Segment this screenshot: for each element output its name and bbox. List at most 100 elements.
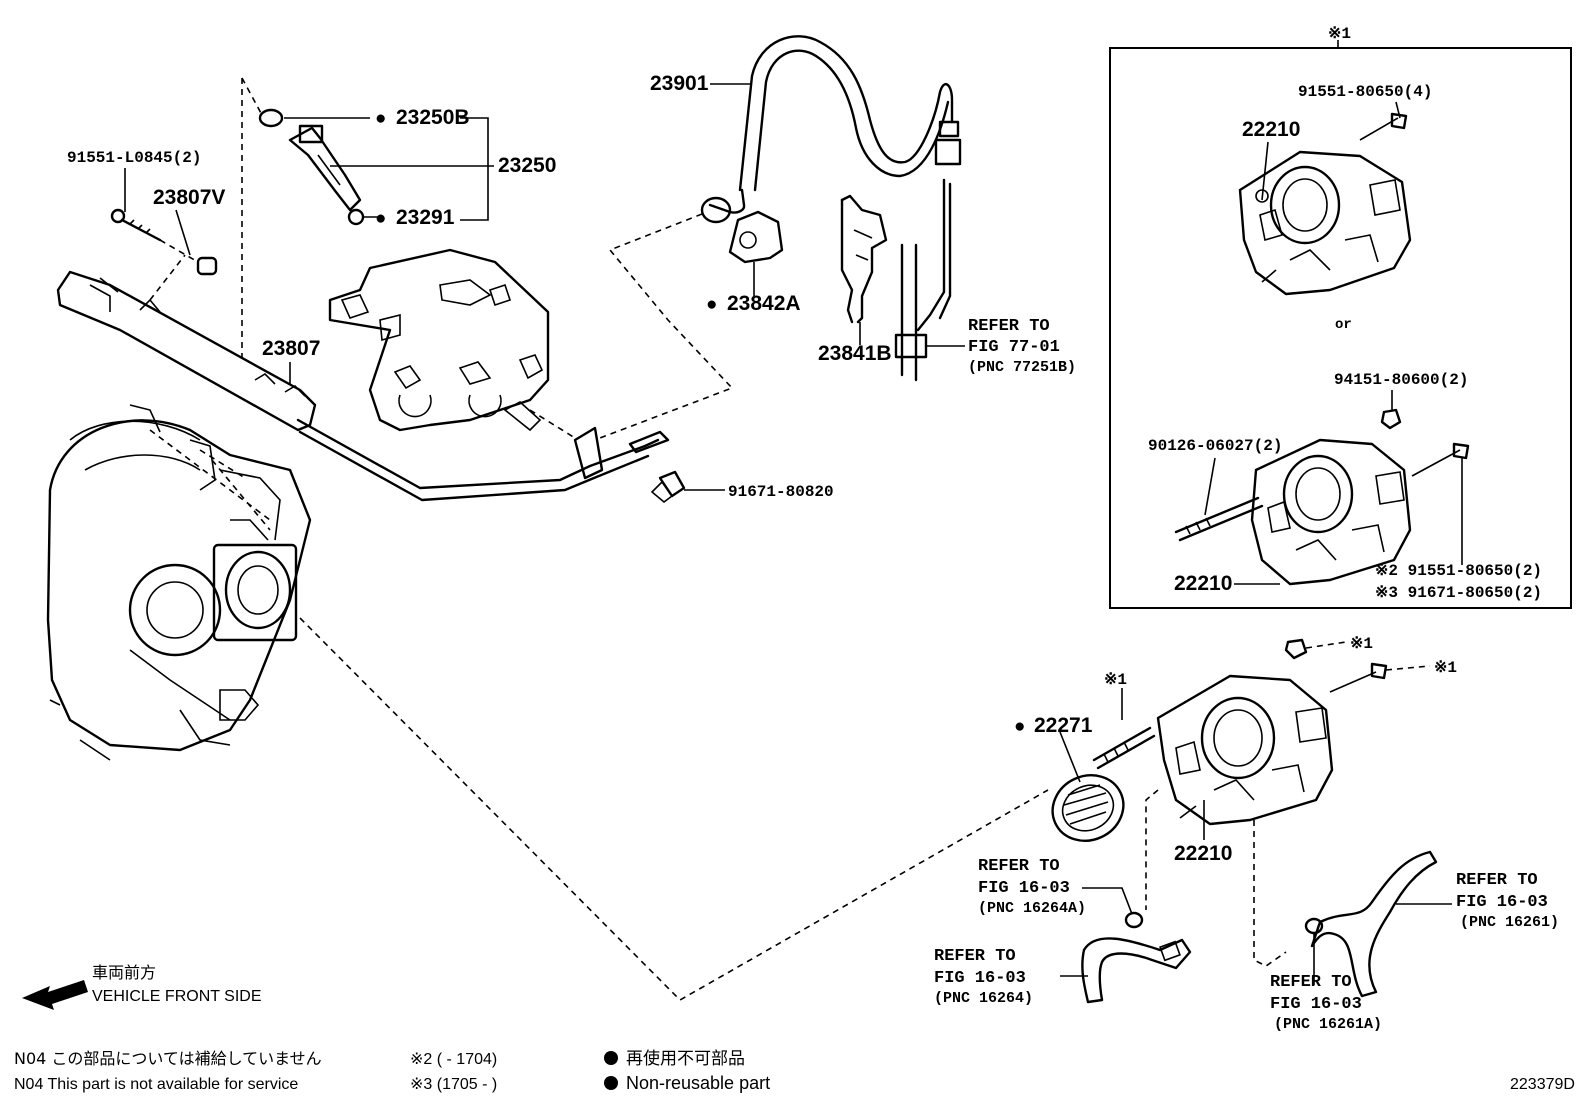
non-reusable-dot: ● [706,294,717,315]
o-ring-23250b [258,108,284,128]
label-91551-80650-4: 91551-80650(4) [1298,83,1432,101]
refer-16264a-line3: (PNC 16264A) [978,900,1086,917]
label-91671-80820: 91671-80820 [728,483,834,501]
non-reusable-dot: ● [375,108,386,129]
label-23807: 23807 [262,337,320,360]
nut-94151 [1380,408,1402,430]
leader-22271 [1059,731,1081,783]
refer-16261-line3: (PNC 16261) [1460,914,1559,931]
non-reusable-dot: ● [375,208,386,229]
legend-note2: ※2 ( - 1704) [410,1051,497,1068]
non-reusable-dot: ● [1014,716,1025,737]
clamp-23842a [728,210,784,264]
clamp-16264a [1124,911,1144,929]
bolt-91551-l0845 [110,208,162,242]
throttle-body-main [1156,674,1334,826]
label-23250b: 23250B [396,106,470,129]
refer-16264a-line1: REFER TO [978,857,1060,876]
figure-id: 223379D [1510,1076,1575,1093]
stud-main [1092,726,1156,770]
label-23807v: 23807V [153,186,225,209]
refer-16261-line1: REFER TO [1456,871,1538,890]
label-22271: 22271 [1034,714,1093,737]
dashed-guide-hoses [1145,789,1287,967]
throttle-body-inset-bottom [1250,438,1412,586]
bracket-23841b [840,194,888,324]
refer-16264a-line2: FIG 16-03 [978,879,1070,898]
label-23842a: 23842A [727,292,801,315]
legend-nonreuse-ja: 再使用不可部品 [626,1048,745,1069]
label-90126-06027: 90126-06027(2) [1148,437,1282,455]
note1-nut: ※1 [1350,635,1373,653]
direction-en: VEHICLE FRONT SIDE [92,988,262,1005]
refer-16261a-line1: REFER TO [1270,973,1352,992]
label-22210-inset-bottom: 22210 [1174,572,1232,595]
inset-mark: ※1 [1328,25,1351,43]
throttle-body-inset-top [1238,150,1412,296]
dashed-guide-throttle-body [299,617,1049,1001]
dashed-guide-pipe [529,409,576,439]
leader-90126-06027 [1204,457,1216,516]
hose-16261 [1310,850,1438,998]
direction-ja: 車両前方 [92,963,156,982]
clamp-16261a [1304,917,1324,935]
label-23250: 23250 [498,154,556,177]
hose-16264 [1081,937,1192,1004]
note2-inset: ※2 91551-80650(2) [1375,562,1542,580]
note3-inset: ※3 91671-80650(2) [1375,584,1542,602]
label-23291: 23291 [396,206,455,229]
gasket-22271 [1051,774,1125,842]
dashed-guide-manifold [149,429,271,531]
legend-n04-en: N04 This part is not available for servi… [14,1076,298,1093]
collar-23807v [196,256,218,276]
leader-16264a [1082,887,1133,915]
refer-16264-line1: REFER TO [934,947,1016,966]
bolt-inset-top [1359,112,1408,141]
label-22210-inset-top: 22210 [1242,118,1300,141]
refer-16261a-line2: FIG 16-03 [1270,995,1362,1014]
refer-77-01-line1: REFER TO [968,317,1050,336]
refer-77-01-line2: FIG 77-01 [968,338,1060,357]
legend-note3: ※3 (1705 - ) [410,1076,497,1093]
leader-23807v [175,209,191,256]
refer-16264-line2: FIG 16-03 [934,969,1026,988]
label-94151-80600: 94151-80600(2) [1334,371,1468,389]
front-arrow-icon [22,980,88,1010]
stud-90126 [1174,496,1264,542]
leader-injector [284,117,494,221]
legend-dot-ja [604,1051,618,1065]
inset-box [1109,47,1572,609]
dashed-guide-hose [599,213,734,439]
note1-bolt: ※1 [1434,659,1457,677]
legend-dot-en [604,1076,618,1090]
bolt-91671-80820 [650,470,686,504]
legend-nonreuse-en: Non-reusable part [626,1073,770,1093]
dashed-guide-bolt [149,239,199,301]
refer-16264-line3: (PNC 16264) [934,990,1033,1007]
label-22210-main: 22210 [1174,842,1232,865]
refer-16261a-line3: (PNC 16261A) [1274,1016,1382,1033]
cylinder-head [328,248,550,432]
intake-manifold [46,404,312,761]
dashed-outline-injector [241,77,263,360]
note1-stud: ※1 [1104,671,1127,689]
fuel-hose-23901 [700,35,962,224]
refer-16261-line2: FIG 16-03 [1456,893,1548,912]
seal-23291 [347,208,365,226]
label-23901: 23901 [650,72,709,95]
dashed-guide-bolt-main [1385,665,1431,671]
label-91551-l0845: 91551-L0845(2) [67,149,201,167]
dashed-guide-nut [1305,641,1347,649]
fuel-delivery-pipe-23807 [56,270,670,502]
bolt-main-top [1329,662,1388,693]
refer-77-01-line3: (PNC 77251B) [968,359,1076,376]
vapor-lines [894,178,952,382]
fuel-injector-23250 [288,124,362,212]
label-or: or [1335,317,1352,333]
legend-n04-ja: N04 この部品については補給していません [14,1049,322,1068]
label-23841b: 23841B [818,342,892,365]
bolt-inset-bottom [1411,442,1470,477]
nut-main-top [1284,638,1308,660]
